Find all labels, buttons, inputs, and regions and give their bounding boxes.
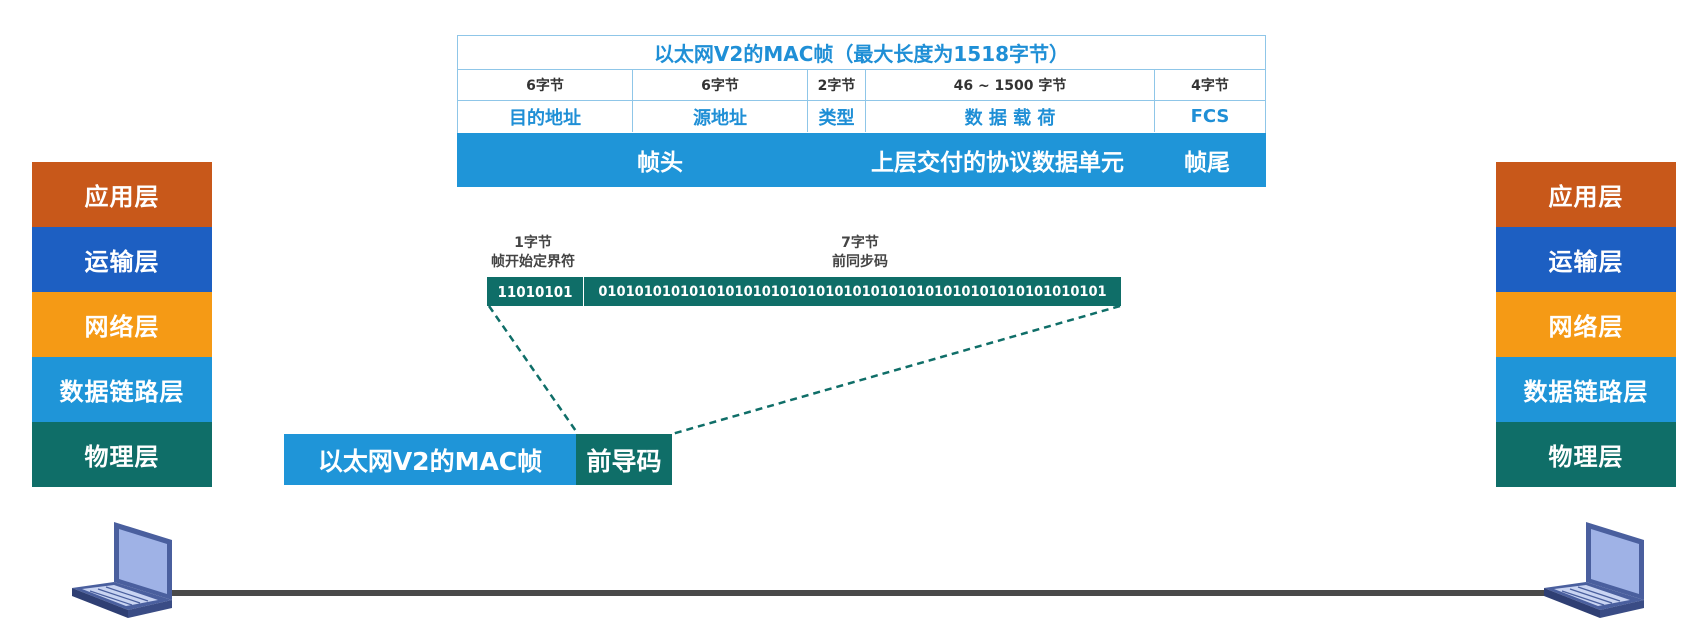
bits-divider <box>583 277 584 306</box>
type-size: 2字节 <box>808 70 866 100</box>
sync-name: 前同步码 <box>832 254 888 270</box>
left-application-layer: 应用层 <box>32 162 212 227</box>
left-protocol-stack: 应用层 运输层 网络层 数据链路层 物理层 <box>32 162 212 487</box>
mac-frame-bar: 以太网V2的MAC帧 <box>284 434 576 485</box>
dest-addr-size: 6字节 <box>458 70 633 100</box>
field-size-row: 6字节 6字节 2字节 46 ~ 1500 字节 4字节 <box>458 70 1265 101</box>
right-transport-layer: 运输层 <box>1496 227 1676 292</box>
payload-field: 数 据 载 荷 <box>866 101 1155 132</box>
left-physical-layer: 物理层 <box>32 422 212 487</box>
frame-sections-bar: 帧头 上层交付的协议数据单元 帧尾 <box>457 133 1266 187</box>
sfd-size: 1字节 <box>514 235 552 251</box>
sfd-label: 1字节 帧开始定界符 <box>477 234 589 272</box>
left-transport-layer: 运输层 <box>32 227 212 292</box>
type-field: 类型 <box>808 101 866 132</box>
zoom-line-left <box>487 305 580 435</box>
left-laptop-icon <box>72 522 172 618</box>
payload-size: 46 ~ 1500 字节 <box>866 70 1155 100</box>
sfd-bits: 11010101 <box>487 277 583 306</box>
left-network-layer: 网络层 <box>32 292 212 357</box>
mac-frame-title: 以太网V2的MAC帧（最大长度为1518字节） <box>458 36 1265 70</box>
right-laptop-icon <box>1544 522 1644 618</box>
fcs-size: 4字节 <box>1191 78 1229 94</box>
sync-bits: 0101010101010101010101010101010101010101… <box>584 277 1121 306</box>
right-application-layer: 应用层 <box>1496 162 1676 227</box>
frame-trailer-label: 帧尾 <box>1184 150 1230 176</box>
zoom-line-right <box>671 304 1121 436</box>
right-protocol-stack: 应用层 运输层 网络层 数据链路层 物理层 <box>1496 162 1676 487</box>
field-name-row: 目的地址 源地址 类型 数 据 载 荷 FCS <box>458 101 1265 132</box>
sync-label: 7字节 前同步码 <box>800 234 920 272</box>
sfd-name: 帧开始定界符 <box>491 254 575 270</box>
sync-size: 7字节 <box>841 235 879 251</box>
right-data-link-layer: 数据链路层 <box>1496 357 1676 422</box>
frame-header-label: 帧头 <box>637 150 683 176</box>
right-network-layer: 网络层 <box>1496 292 1676 357</box>
preamble-bar: 前导码 <box>576 434 672 485</box>
mac-frame-table: 以太网V2的MAC帧（最大长度为1518字节） 6字节 6字节 2字节 46 ~… <box>457 35 1266 187</box>
src-addr-field: 源地址 <box>633 101 808 132</box>
src-addr-size: 6字节 <box>633 70 808 100</box>
fcs-field: FCS <box>1190 106 1230 127</box>
left-data-link-layer: 数据链路层 <box>32 357 212 422</box>
dest-addr-field: 目的地址 <box>458 101 633 132</box>
payload-pdu-label: 上层交付的协议数据单元 <box>871 150 1124 176</box>
right-physical-layer: 物理层 <box>1496 422 1676 487</box>
